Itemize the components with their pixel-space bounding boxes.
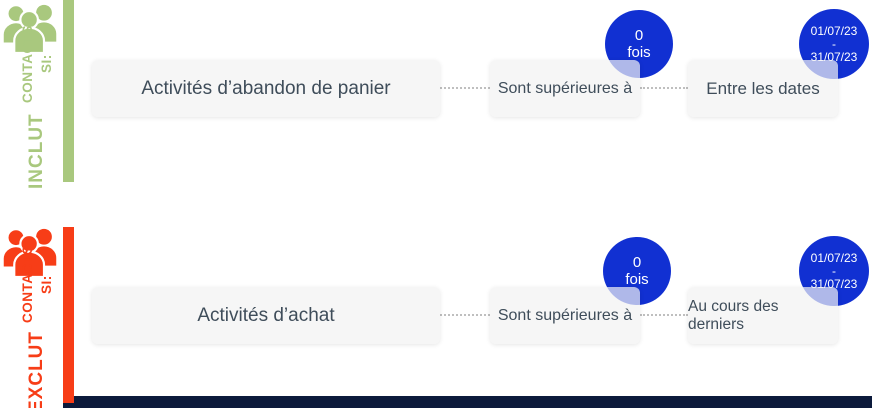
date-separator: - xyxy=(832,36,836,51)
condition-chip-label: Activités d’abandon de panier xyxy=(141,77,391,99)
condition-chip-operator-exclude[interactable]: Sont supérieures à xyxy=(490,287,640,344)
condition-chip-activity-exclude[interactable]: Activités d’achat xyxy=(92,287,440,344)
condition-chip-activity-include[interactable]: Activités d’abandon de panier xyxy=(92,60,440,117)
date-start: 01/07/23 xyxy=(810,23,858,38)
count-unit: fois xyxy=(625,271,649,288)
include-section-bar xyxy=(63,0,74,182)
condition-chip-label: Activités d’achat xyxy=(197,304,335,326)
date-end: 31/07/23 xyxy=(810,276,858,291)
condition-chip-timeframe-include[interactable]: Entre les dates xyxy=(688,60,838,117)
include-label-subtitle: CONTACTS SI: xyxy=(20,24,54,103)
exclude-section-label: EXCLUT CONTACTS SI: xyxy=(12,238,62,408)
connector-dotted xyxy=(440,87,490,89)
condition-chip-label: Sont supérieures à xyxy=(497,306,633,324)
date-start: 01/07/23 xyxy=(810,250,858,265)
condition-chip-timeframe-exclude[interactable]: Au cours des derniers xyxy=(688,287,838,344)
count-value: 0 xyxy=(634,27,644,44)
connector-dotted xyxy=(440,314,490,316)
group-people-icon-exclude xyxy=(2,226,58,279)
connector-dotted xyxy=(640,314,688,316)
date-separator: - xyxy=(832,263,836,278)
condition-chip-label: Entre les dates xyxy=(706,78,820,98)
condition-chip-operator-include[interactable]: Sont supérieures à xyxy=(490,60,640,117)
exclude-label-subtitle: CONTACTS SI: xyxy=(20,245,54,324)
include-label-title: INCLUT xyxy=(26,113,47,189)
count-value: 0 xyxy=(632,254,642,271)
exclude-label-title: EXCLUT xyxy=(26,331,47,408)
include-section-label: INCLUT CONTACTS SI: xyxy=(12,14,62,189)
connector-dotted xyxy=(640,87,688,89)
count-unit: fois xyxy=(627,44,651,61)
date-end: 31/07/23 xyxy=(810,49,858,64)
condition-chip-label: Sont supérieures à xyxy=(497,79,633,97)
condition-chip-label: Au cours des derniers xyxy=(688,297,779,333)
exclude-section-bar xyxy=(63,227,74,403)
group-people-icon-include xyxy=(2,2,58,55)
footer-bar xyxy=(63,396,872,408)
